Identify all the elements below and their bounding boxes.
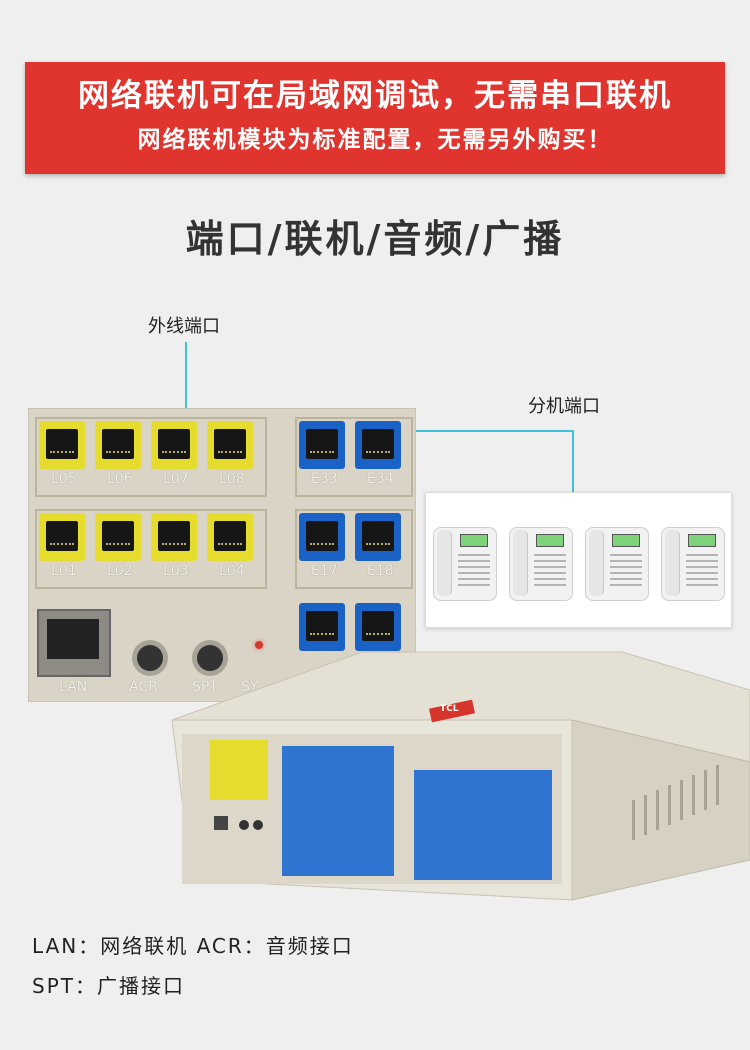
lan-port	[37, 609, 111, 677]
section-title: 端口/联机/音频/广播	[185, 217, 565, 261]
label-l03: L03	[163, 563, 189, 579]
callout-line-ext-h	[414, 430, 574, 432]
port-panel-closeup: L05 L06 L07 L08 L01 L02 L03 L04 E33 E34 …	[28, 408, 416, 702]
spt-jack	[197, 645, 223, 671]
port-l05	[39, 421, 85, 469]
pbx-device-illustration	[171, 651, 750, 901]
extension-phones-photo	[425, 492, 732, 628]
port-e01	[299, 603, 345, 651]
label-l04: L04	[219, 563, 245, 579]
label-lan: LAN	[59, 679, 88, 695]
label-l08: L08	[219, 471, 245, 487]
label-l01: L01	[51, 563, 77, 579]
label-e33: E33	[311, 471, 338, 487]
label-l02: L02	[107, 563, 133, 579]
banner-line-1: 网络联机可在局域网调试，无需串口联机	[78, 78, 672, 114]
port-e02	[355, 603, 401, 651]
extension-port-block-mid	[295, 509, 413, 589]
port-e33	[299, 421, 345, 469]
port-l06	[95, 421, 141, 469]
desk-phone	[509, 527, 573, 601]
callout-outside-lines: 外线端口	[148, 316, 220, 337]
extension-port-block-top	[295, 417, 413, 497]
acr-jack	[137, 645, 163, 671]
port-e34	[355, 421, 401, 469]
port-e17	[299, 513, 345, 561]
port-l07	[151, 421, 197, 469]
label-e18: E18	[367, 563, 394, 579]
label-l05: L05	[51, 471, 77, 487]
port-l08	[207, 421, 253, 469]
desk-phone	[585, 527, 649, 601]
promo-banner: 网络联机可在局域网调试，无需串口联机 网络联机模块为标准配置，无需另外购买！	[25, 62, 725, 174]
callout-line-ext-v	[572, 430, 574, 492]
banner-line-2: 网络联机模块为标准配置，无需另外购买！	[137, 127, 613, 153]
port-e18	[355, 513, 401, 561]
outside-port-block-top	[35, 417, 267, 497]
callout-extensions: 分机端口	[528, 396, 600, 417]
label-l06: L06	[107, 471, 133, 487]
status-led	[255, 641, 263, 649]
port-l04	[207, 513, 253, 561]
callout-line-outside	[185, 342, 187, 408]
port-l01	[39, 513, 85, 561]
brand-logo: TCL	[440, 704, 459, 714]
label-spt: SPT	[192, 679, 218, 695]
label-e17: E17	[311, 563, 338, 579]
port-l03	[151, 513, 197, 561]
port-l02	[95, 513, 141, 561]
label-l07: L07	[163, 471, 189, 487]
legend-line-1: LAN：网络联机 ACR：音频接口	[32, 934, 354, 958]
desk-phone	[433, 527, 497, 601]
pbx-device-photo: TCL	[152, 650, 750, 910]
desk-phone	[661, 527, 725, 601]
label-acr: ACR	[129, 679, 158, 695]
label-e34: E34	[367, 471, 394, 487]
outside-port-block-bottom	[35, 509, 267, 589]
legend-line-2: SPT：广播接口	[32, 974, 185, 998]
